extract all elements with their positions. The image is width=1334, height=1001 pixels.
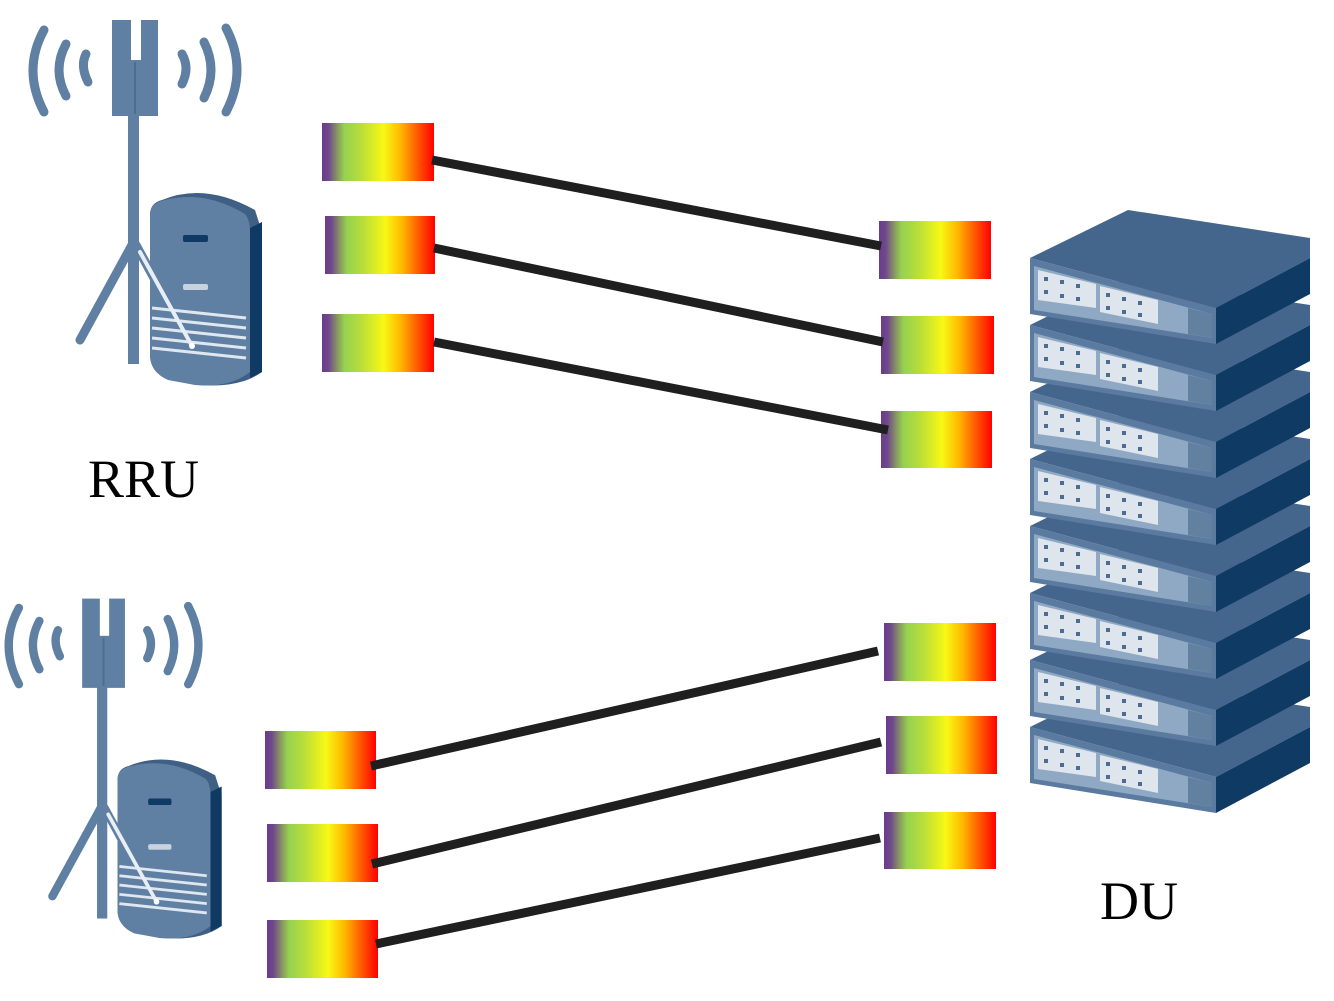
du-port-block	[879, 221, 991, 279]
rru-port-block	[322, 314, 434, 372]
rru-label: RRU	[88, 449, 200, 509]
link-line	[370, 737, 883, 869]
rru-tower-icon	[33, 20, 262, 385]
rru-port-block	[267, 824, 378, 882]
du-server-stack-icon	[1030, 210, 1310, 813]
link-line	[431, 155, 882, 251]
link-line	[375, 833, 881, 949]
du-port-block	[886, 716, 997, 774]
du-port-block	[881, 411, 992, 468]
du-port-block	[884, 812, 996, 869]
rru-port-block	[325, 216, 435, 274]
link-line	[433, 337, 889, 435]
du-port-block	[884, 623, 996, 681]
rru-port-block	[265, 731, 376, 789]
du-port-block	[881, 316, 994, 374]
rru-port-block	[322, 123, 434, 181]
rru-tower-icon	[9, 599, 222, 939]
link-line	[433, 243, 884, 347]
du-label: DU	[1100, 871, 1178, 931]
rru-port-block	[267, 920, 378, 978]
link-line	[370, 646, 879, 771]
